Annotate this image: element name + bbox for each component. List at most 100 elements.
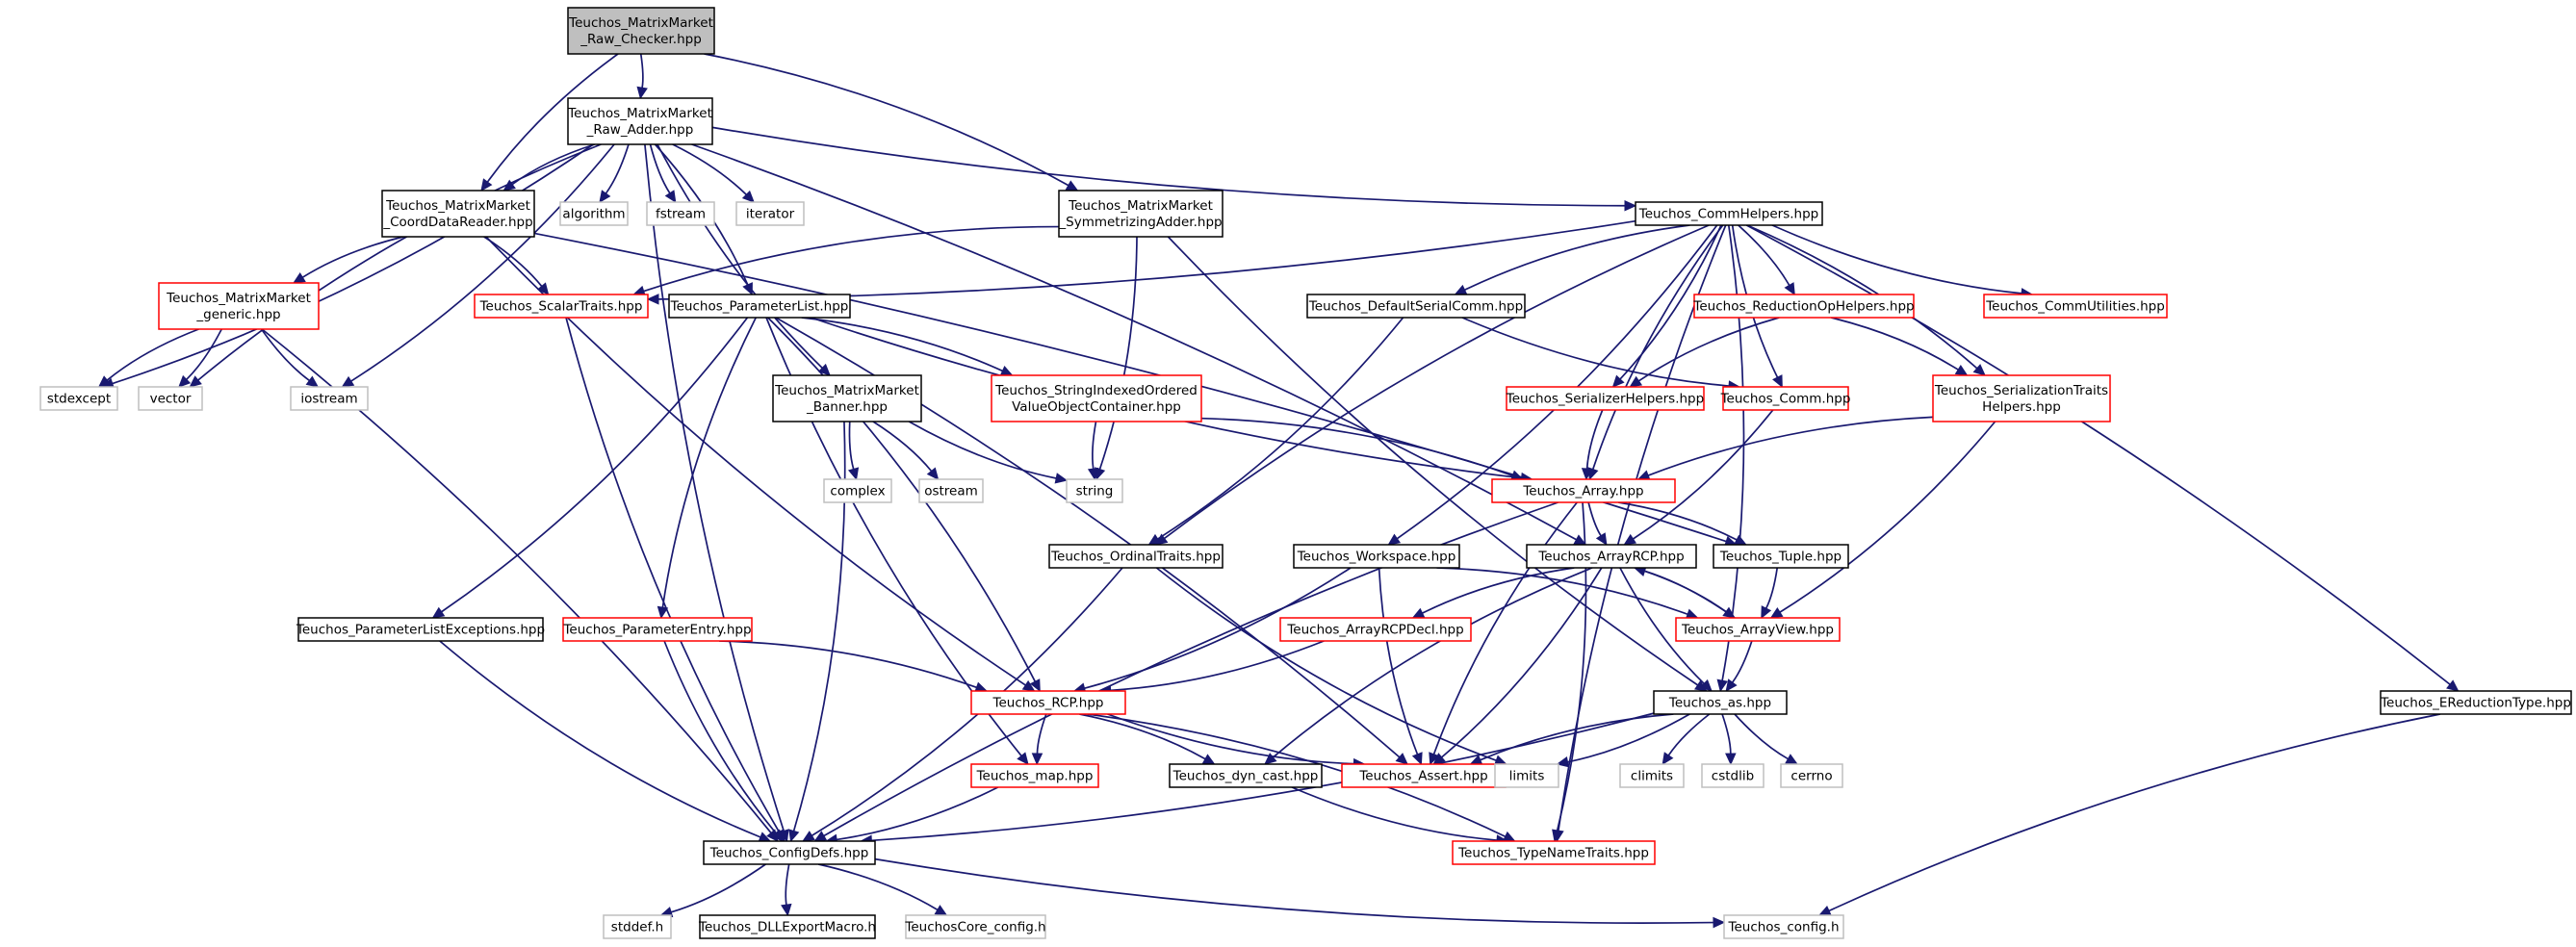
arrowhead [1031, 753, 1043, 766]
node-box [138, 386, 203, 411]
node-array-view[interactable]: Teuchos_ArrayView.hpp [1675, 617, 1841, 642]
node-label: Teuchos_DefaultSerialComm.hpp [1308, 299, 1523, 315]
edge-as-to-cstdlib [1721, 713, 1737, 766]
node-core-config: TeuchosCore_config.h [904, 914, 1046, 939]
node-label: Teuchos_RCP.hpp [992, 696, 1104, 711]
node-array-rcp-decl[interactable]: Teuchos_ArrayRCPDecl.hpp [1279, 617, 1472, 642]
node-label: Teuchos_Tuple.hpp [1719, 550, 1842, 565]
arrowhead [1725, 678, 1738, 692]
edge-line [1731, 640, 1753, 683]
node-label: Teuchos_StringIndexedOrdered [994, 383, 1198, 398]
edge-mm_generic-to-iostream [260, 328, 320, 388]
arrowhead [1017, 752, 1029, 765]
node-dll-export[interactable]: Teuchos_DLLExportMacro.h [698, 914, 876, 939]
edge-line [350, 143, 615, 382]
node-ereduction[interactable]: Teuchos_EReductionType.hpp [2380, 690, 2572, 715]
node-label: Teuchos_MatrixMarket [166, 291, 311, 306]
edge-line [1765, 567, 1779, 609]
node-scalar-traits[interactable]: Teuchos_ScalarTraits.hpp [474, 294, 649, 319]
edge-default_serial-to-comm [1461, 317, 1741, 392]
node-label: iostream [300, 392, 357, 407]
node-comm-helpers[interactable]: Teuchos_CommHelpers.hpp [1635, 201, 1823, 226]
node-param-list[interactable]: Teuchos_ParameterList.hpp [668, 294, 851, 319]
edge-coord_reader-to-mm_generic [292, 236, 404, 284]
edge-workspace-to-assert [1378, 567, 1423, 766]
edge-line [691, 143, 1577, 541]
edge-line [811, 567, 1123, 836]
node-array[interactable]: Teuchos_Array.hpp [1491, 478, 1676, 503]
node-box [970, 690, 1126, 715]
node-box [1494, 763, 1559, 788]
node-reduction-op[interactable]: Teuchos_ReductionOpHelpers.hpp [1692, 294, 1915, 319]
node-mm-generic[interactable]: Teuchos_MatrixMarket_generic.hpp [158, 282, 320, 330]
edge-mm_generic-to-stdexcept [97, 328, 199, 388]
node-dyn-cast[interactable]: Teuchos_dyn_cast.hpp [1169, 763, 1323, 788]
node-config-defs[interactable]: Teuchos_ConfigDefs.hpp [703, 840, 876, 865]
edge-line [767, 317, 1037, 682]
edge-rcp-to-dyn_cast [1079, 713, 1216, 765]
edge-ereduction-to-config_h [1817, 713, 2441, 916]
edge-config_defs-to-config_h [874, 857, 1726, 929]
edge-config_defs-to-core_config [817, 863, 948, 916]
arrowhead [1761, 605, 1772, 620]
edge-raw_checker-to-raw_adder [636, 53, 648, 100]
node-raw-checker[interactable]: Teuchos_MatrixMarket_Raw_Checker.hpp [567, 7, 715, 55]
arrowhead [341, 375, 355, 388]
node-string-indexed[interactable]: Teuchos_StringIndexedOrderedValueObjectC… [991, 374, 1202, 422]
node-mm-banner[interactable]: Teuchos_MatrixMarket_Banner.hpp [772, 374, 922, 422]
node-raw-adder[interactable]: Teuchos_MatrixMarket_Raw_Adder.hpp [567, 97, 713, 145]
node-label: Teuchos_MatrixMarket [568, 15, 713, 31]
node-rcp[interactable]: Teuchos_RCP.hpp [970, 690, 1126, 715]
node-coord-reader[interactable]: Teuchos_MatrixMarket_CoordDataReader.hpp [381, 190, 535, 238]
node-as[interactable]: Teuchos_as.hpp [1653, 690, 1788, 715]
node-label: complex [830, 484, 885, 499]
node-default-serial[interactable]: Teuchos_DefaultSerialComm.hpp [1306, 294, 1526, 319]
node-tuple[interactable]: Teuchos_Tuple.hpp [1713, 544, 1849, 569]
node-array-rcp[interactable]: Teuchos_ArrayRCP.hpp [1526, 544, 1697, 569]
node-box [1491, 478, 1676, 503]
arrowhead [657, 605, 669, 620]
arrowhead [926, 467, 940, 480]
edge-line [1084, 567, 1352, 689]
node-ordinal-traits[interactable]: Teuchos_OrdinalTraits.hpp [1048, 544, 1224, 569]
node-comm-util[interactable]: Teuchos_CommUtilities.hpp [1983, 294, 2168, 319]
arrowhead [636, 86, 648, 100]
arrowhead [599, 190, 611, 203]
edge-array_view-to-as [1725, 640, 1753, 692]
arrowhead [1581, 468, 1593, 481]
arrowhead [1595, 532, 1608, 547]
arrowhead [1147, 533, 1162, 546]
arrowhead [646, 294, 659, 305]
edge-line [1619, 224, 1722, 380]
node-label: stdexcept [47, 392, 111, 407]
node-comm[interactable]: Teuchos_Comm.hpp [1720, 386, 1851, 411]
edge-default_serial-to-ordinal_traits [1147, 317, 1404, 546]
edge-line [1558, 224, 1727, 832]
edge-raw_adder-to-algorithm [599, 143, 630, 203]
node-param-entry[interactable]: Teuchos_ParameterEntry.hpp [562, 617, 753, 642]
node-box [567, 97, 713, 145]
node-type-name-traits[interactable]: Teuchos_TypeNameTraits.hpp [1452, 840, 1656, 865]
edge-line [719, 640, 977, 689]
edge-comm-to-array_rcp [1623, 409, 1774, 546]
arrowhead [1054, 473, 1069, 484]
node-label: vector [150, 392, 192, 407]
node-label: Teuchos_ArrayRCP.hpp [1537, 550, 1684, 565]
edges-layer [97, 53, 2460, 929]
arrowhead [771, 829, 784, 842]
node-pl-exceptions[interactable]: Teuchos_ParameterListExceptions.hpp [296, 617, 545, 642]
node-assert[interactable]: Teuchos_Assert.hpp [1341, 763, 1507, 788]
edge-raw_checker-to-coord_reader [480, 53, 619, 192]
edge-raw_adder-to-stdexcept [101, 143, 594, 389]
node-box [823, 478, 892, 503]
edge-line [260, 328, 310, 382]
nodes-layer: Teuchos_MatrixMarket_Raw_Checker.hppTeuc… [39, 7, 2572, 939]
node-serializer-helpers[interactable]: Teuchos_SerializerHelpers.hpp [1506, 386, 1705, 411]
node-box [1932, 374, 2111, 422]
node-map[interactable]: Teuchos_map.hpp [970, 763, 1099, 788]
edge-param_entry-to-config_defs [663, 640, 784, 842]
node-sym-adder[interactable]: Teuchos_MatrixMarket_SymmetrizingAdder.h… [1058, 190, 1224, 238]
node-label: ValueObjectContainer.hpp [1012, 399, 1181, 415]
node-workspace[interactable]: Teuchos_Workspace.hpp [1293, 544, 1460, 569]
